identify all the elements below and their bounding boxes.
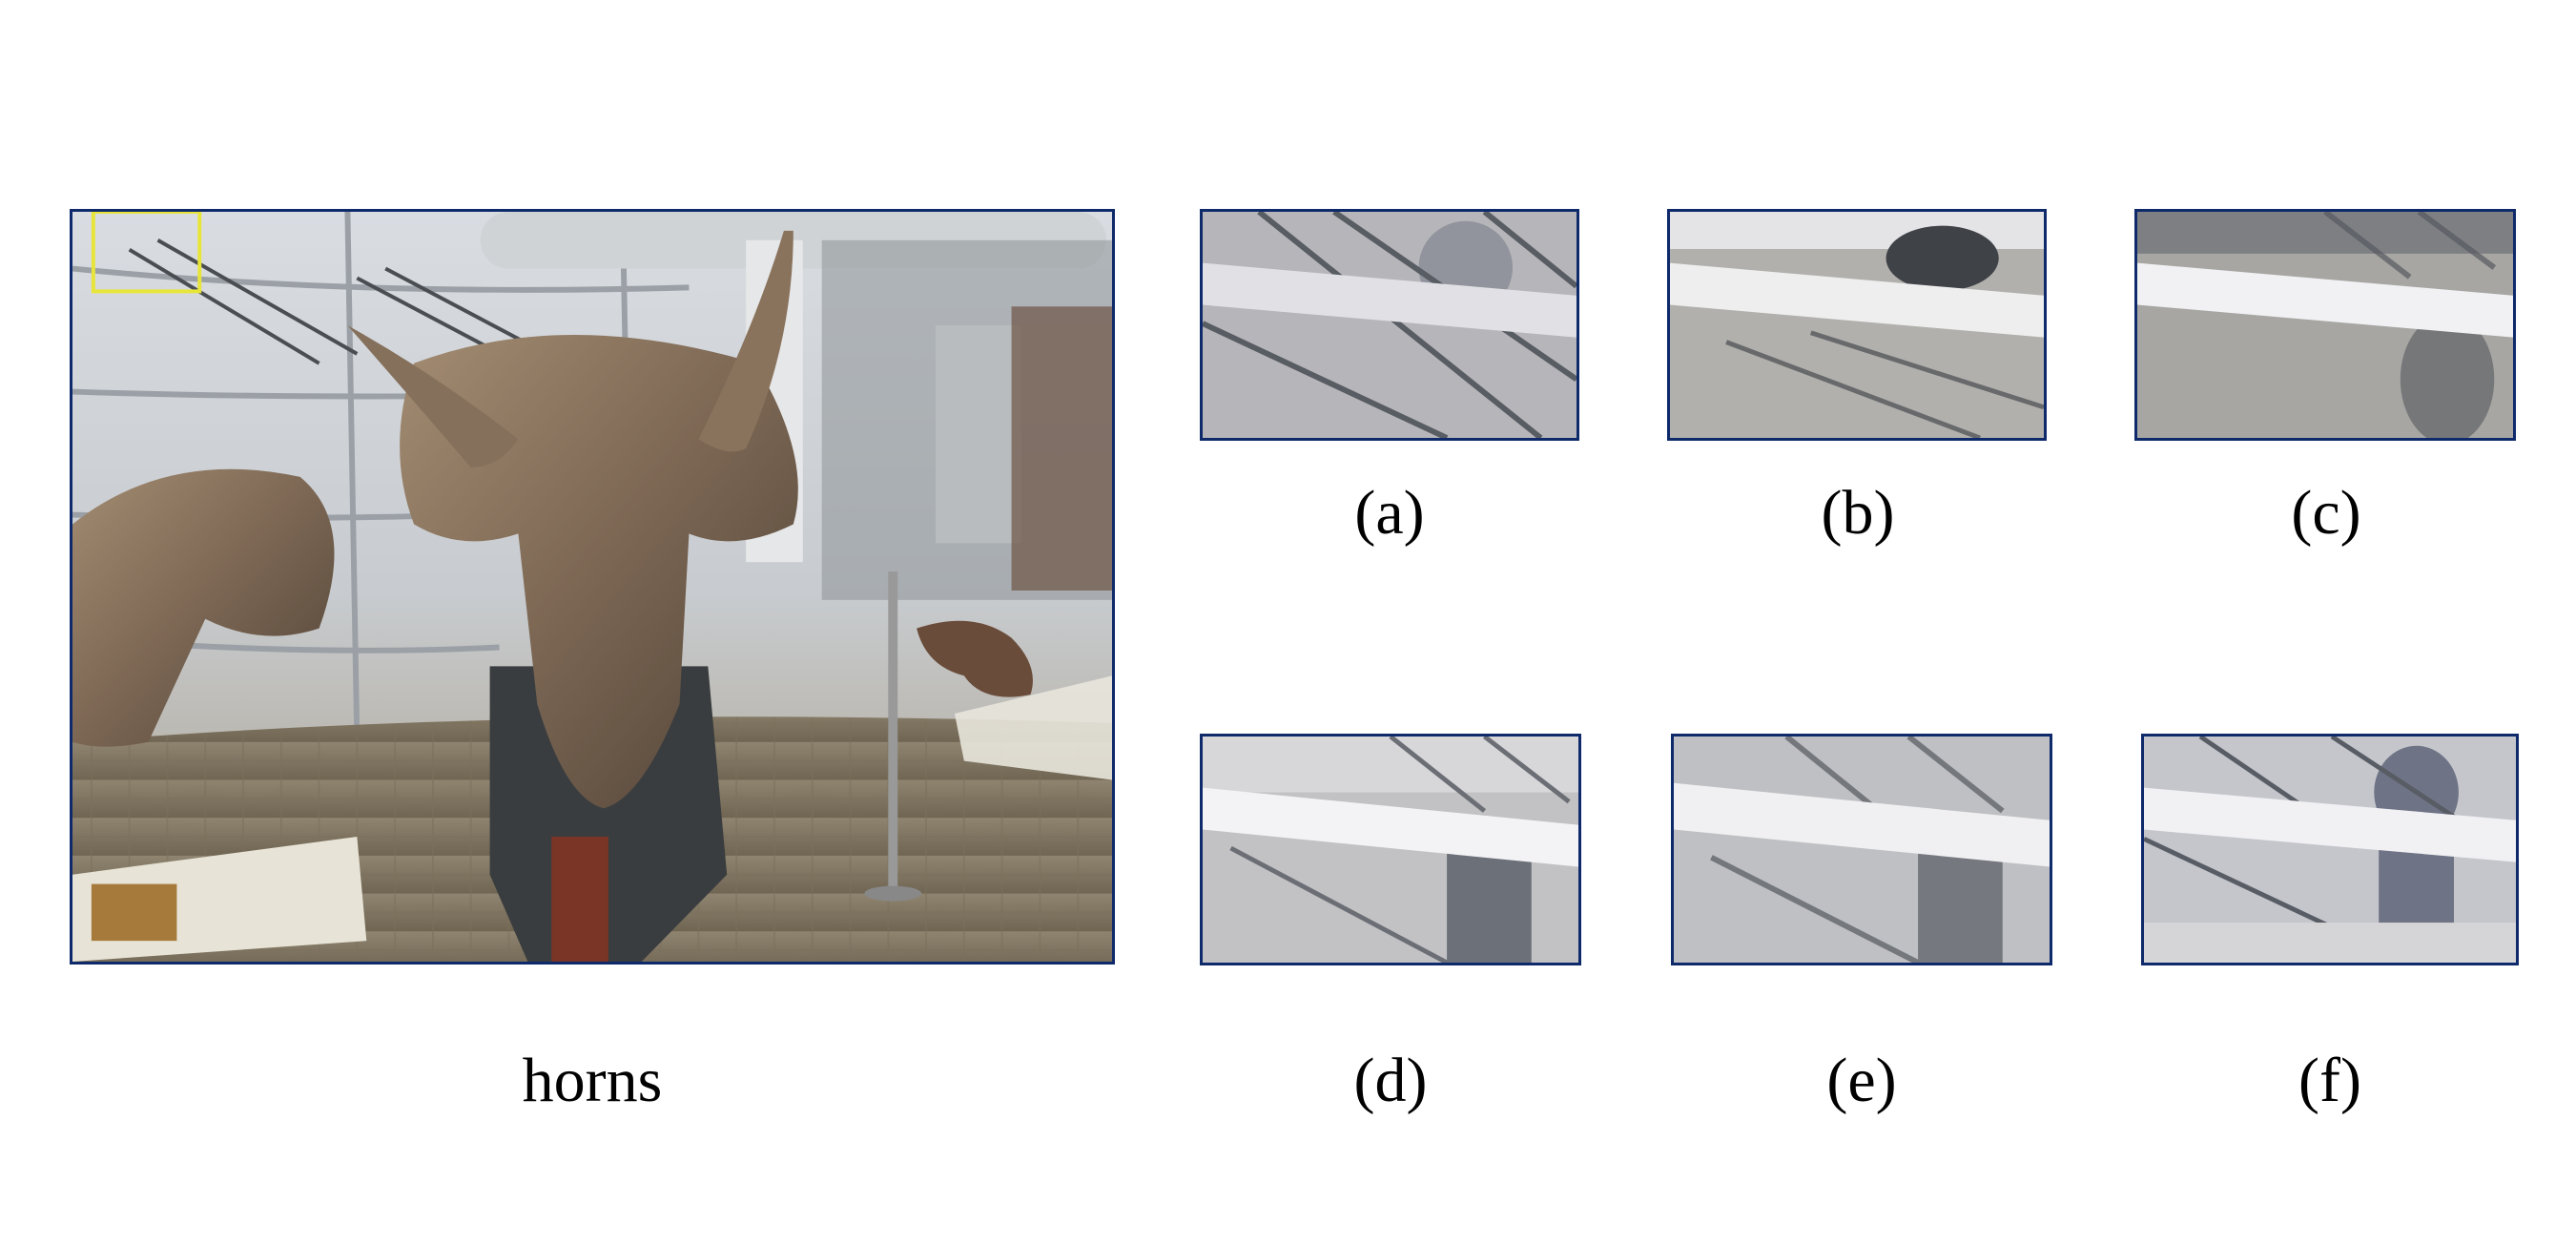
crop-image-e: [1674, 737, 2050, 963]
crop-panel-d: [1200, 734, 1581, 965]
label-f: (f): [2298, 1046, 2361, 1115]
label-a: (a): [1354, 478, 1425, 548]
main-photo: [70, 209, 1115, 965]
museum-scene-image: [72, 212, 1112, 962]
crop-panel-e: [1671, 734, 2052, 965]
label-e: (e): [1826, 1046, 1897, 1115]
crop-image-b: [1670, 212, 2044, 438]
crop-image-d: [1203, 737, 1578, 963]
crop-image-a: [1203, 212, 1577, 438]
crop-panel-c: [2134, 209, 2516, 441]
label-b: (b): [1821, 478, 1895, 548]
label-c: (c): [2291, 478, 2361, 548]
crop-panel-f: [2141, 734, 2519, 965]
crop-panel-b: [1667, 209, 2047, 441]
crop-panel-a: [1200, 209, 1579, 441]
highlight-box: [91, 212, 202, 294]
label-d: (d): [1353, 1046, 1428, 1115]
crop-image-f: [2144, 737, 2516, 963]
crop-image-c: [2137, 212, 2513, 438]
main-caption: horns: [522, 1046, 663, 1115]
